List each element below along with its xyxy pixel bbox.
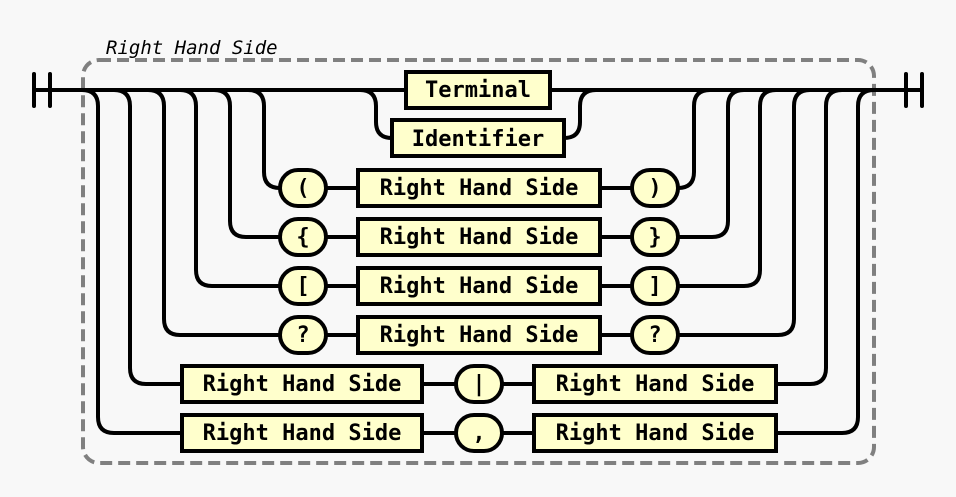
- nonterminal-rhs: [356, 315, 602, 355]
- left-branches: [80, 88, 394, 435]
- svg-text:|: |: [472, 372, 485, 397]
- svg-text:Right Hand Side: Right Hand Side: [203, 372, 402, 397]
- svg-text:?: ?: [648, 323, 661, 348]
- svg-text:Right Hand Side: Right Hand Side: [380, 225, 579, 250]
- svg-text:Terminal: Terminal: [425, 78, 531, 103]
- nonterminal-rhs-right: [532, 364, 778, 404]
- nonterminal-rhs: [356, 217, 602, 257]
- svg-text:Right Hand Side: Right Hand Side: [380, 323, 579, 348]
- svg-text:Right Hand Side: Right Hand Side: [380, 176, 579, 201]
- row-parentheses: ( Right Hand Side ): [278, 168, 680, 208]
- row-concatenation: Right Hand Side , Right Hand Side: [180, 413, 778, 453]
- svg-text:]: ]: [648, 274, 661, 299]
- group-label: Right Hand Side: [106, 37, 278, 59]
- nonterminal-rhs: [356, 168, 602, 208]
- terminal-open-brace: [278, 217, 328, 257]
- nonterminal-rhs-left: [180, 364, 424, 404]
- end-marker: [904, 72, 924, 108]
- svg-text:(: (: [296, 176, 309, 201]
- nonterminal-identifier: Identifier: [390, 118, 566, 158]
- svg-text:?: ?: [296, 323, 309, 348]
- start-marker: [32, 72, 52, 108]
- terminal-open-paren: [278, 168, 328, 208]
- terminal-open-bracket: [278, 266, 328, 306]
- group-border: [81, 58, 876, 465]
- right-branches: [562, 88, 876, 435]
- svg-text:Identifier: Identifier: [412, 127, 544, 152]
- row-connectors: [324, 186, 634, 435]
- terminal-close-question: [630, 315, 680, 355]
- nonterminal-rhs-left: [180, 413, 424, 453]
- row-braces: { Right Hand Side }: [278, 217, 680, 257]
- nonterminal-rhs-right: [532, 413, 778, 453]
- svg-text:Right Hand Side: Right Hand Side: [380, 274, 579, 299]
- nonterminal-rhs: [356, 266, 602, 306]
- svg-text:): ): [648, 176, 661, 201]
- nonterminal-terminal: Terminal: [404, 70, 552, 110]
- terminal-pipe: [454, 364, 504, 404]
- terminal-close-bracket: [630, 266, 680, 306]
- svg-text:,: ,: [472, 421, 485, 446]
- terminal-close-brace: [630, 217, 680, 257]
- row-special: ? Right Hand Side ?: [278, 315, 680, 355]
- terminal-comma: [454, 413, 504, 453]
- svg-text:Right Hand Side: Right Hand Side: [203, 421, 402, 446]
- row-alternation: Right Hand Side | Right Hand Side: [180, 364, 778, 404]
- svg-text:Right Hand Side: Right Hand Side: [556, 421, 755, 446]
- terminal-close-paren: [630, 168, 680, 208]
- terminal-open-question: [278, 315, 328, 355]
- svg-text:Right Hand Side: Right Hand Side: [556, 372, 755, 397]
- svg-text:{: {: [296, 225, 309, 250]
- svg-text:[: [: [296, 274, 309, 299]
- row-brackets: [ Right Hand Side ]: [278, 266, 680, 306]
- svg-text:}: }: [648, 225, 661, 250]
